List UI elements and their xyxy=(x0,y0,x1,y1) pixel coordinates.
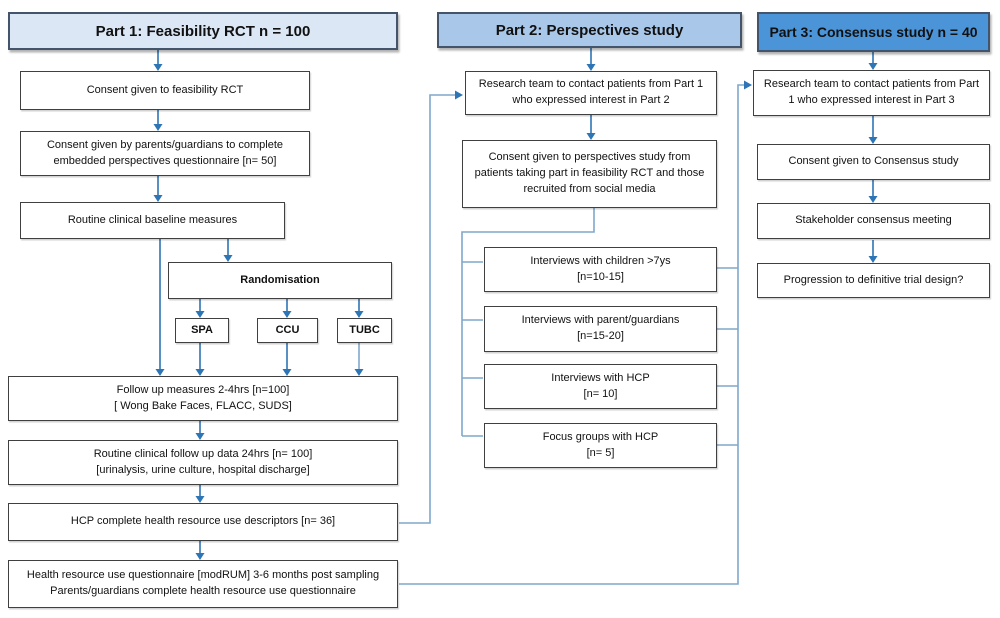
part1-followup-24hrs-box: Routine clinical follow up data 24hrs [n… xyxy=(8,440,398,485)
part2-header: Part 2: Perspectives study xyxy=(437,12,742,48)
part1-arm-tubc-box: TUBC xyxy=(337,318,392,343)
part1-arm-spa-box: SPA xyxy=(175,318,229,343)
part1-consent-rct-box: Consent given to feasibility RCT xyxy=(20,71,310,110)
part1-consent-parents-box: Consent given by parents/guardians to co… xyxy=(20,131,310,176)
part1-arm-ccu-box: CCU xyxy=(257,318,318,343)
part1-randomisation-box: Randomisation xyxy=(168,262,392,299)
part2-interviews-children-box: Interviews with children >7ys [n=10-15] xyxy=(484,247,717,292)
part2-interviews-hcp-box: Interviews with HCP [n= 10] xyxy=(484,364,717,409)
part1-header: Part 1: Feasibility RCT n = 100 xyxy=(8,12,398,50)
part2-contact-patients-box: Research team to contact patients from P… xyxy=(465,71,717,115)
part2-consent-perspectives-box: Consent given to perspectives study from… xyxy=(462,140,717,208)
part3-contact-patients-box: Research team to contact patients from P… xyxy=(753,70,990,116)
part3-progression-box: Progression to definitive trial design? xyxy=(757,263,990,298)
part2-interviews-parents-box: Interviews with parent/guardians [n=15-2… xyxy=(484,306,717,352)
part2-focus-groups-box: Focus groups with HCP [n= 5] xyxy=(484,423,717,468)
part3-consent-consensus-box: Consent given to Consensus study xyxy=(757,144,990,180)
part1-resource-questionnaire-box: Health resource use questionnaire [modRU… xyxy=(8,560,398,608)
part1-baseline-measures-box: Routine clinical baseline measures xyxy=(20,202,285,239)
part2-right-stubs xyxy=(717,267,738,446)
connector-part1-to-part2 xyxy=(399,90,463,524)
part1-followup-2-4hrs-box: Follow up measures 2-4hrs [n=100] [ Wong… xyxy=(8,376,398,421)
part3-header: Part 3: Consensus study n = 40 xyxy=(757,12,990,52)
part1-hcp-descriptors-box: HCP complete health resource use descrip… xyxy=(8,503,398,541)
part3-stakeholder-meeting-box: Stakeholder consensus meeting xyxy=(757,203,990,239)
